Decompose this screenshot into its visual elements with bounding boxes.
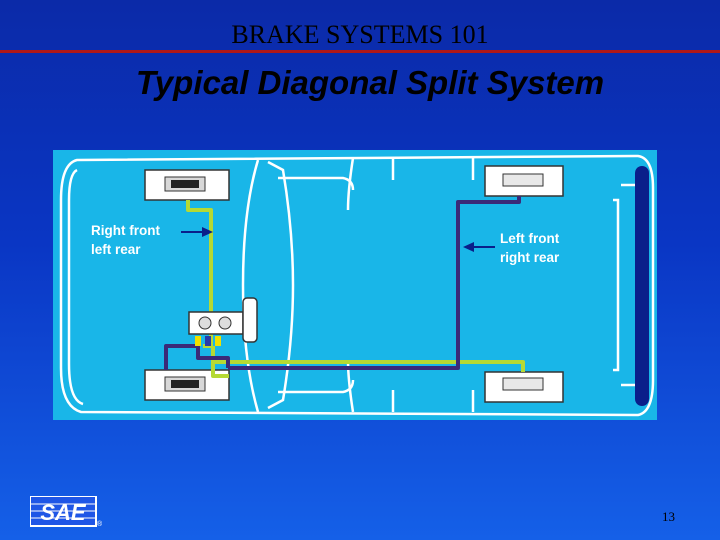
rear-right-wheel-brake	[484, 371, 564, 403]
arrow-left-icon	[463, 242, 495, 252]
arrow-right-icon	[181, 227, 213, 237]
rear-left-wheel-brake	[484, 165, 564, 197]
label-right-front: Right front	[91, 223, 160, 238]
svg-text:®: ®	[97, 520, 102, 528]
front-left-wheel-brake	[144, 169, 230, 201]
slide-title: Typical Diagonal Split System	[135, 64, 605, 101]
label-left-rear: left rear	[91, 242, 141, 257]
circuit-left-front-right-rear	[164, 196, 521, 370]
rear-bumper	[635, 166, 649, 406]
master-cylinder	[188, 297, 258, 346]
header-divider	[0, 50, 720, 53]
sae-logo: SAE ®	[29, 495, 103, 528]
label-left-front: Left front	[500, 231, 560, 246]
svg-text:SAE: SAE	[40, 500, 87, 525]
header-title: BRAKE SYSTEMS 101	[231, 20, 489, 49]
page-number: 13	[662, 509, 675, 524]
label-right-rear: right rear	[500, 250, 560, 265]
diagram-background	[53, 150, 657, 420]
diagonal-split-diagram: Right front left rear Left front right r…	[53, 150, 657, 420]
